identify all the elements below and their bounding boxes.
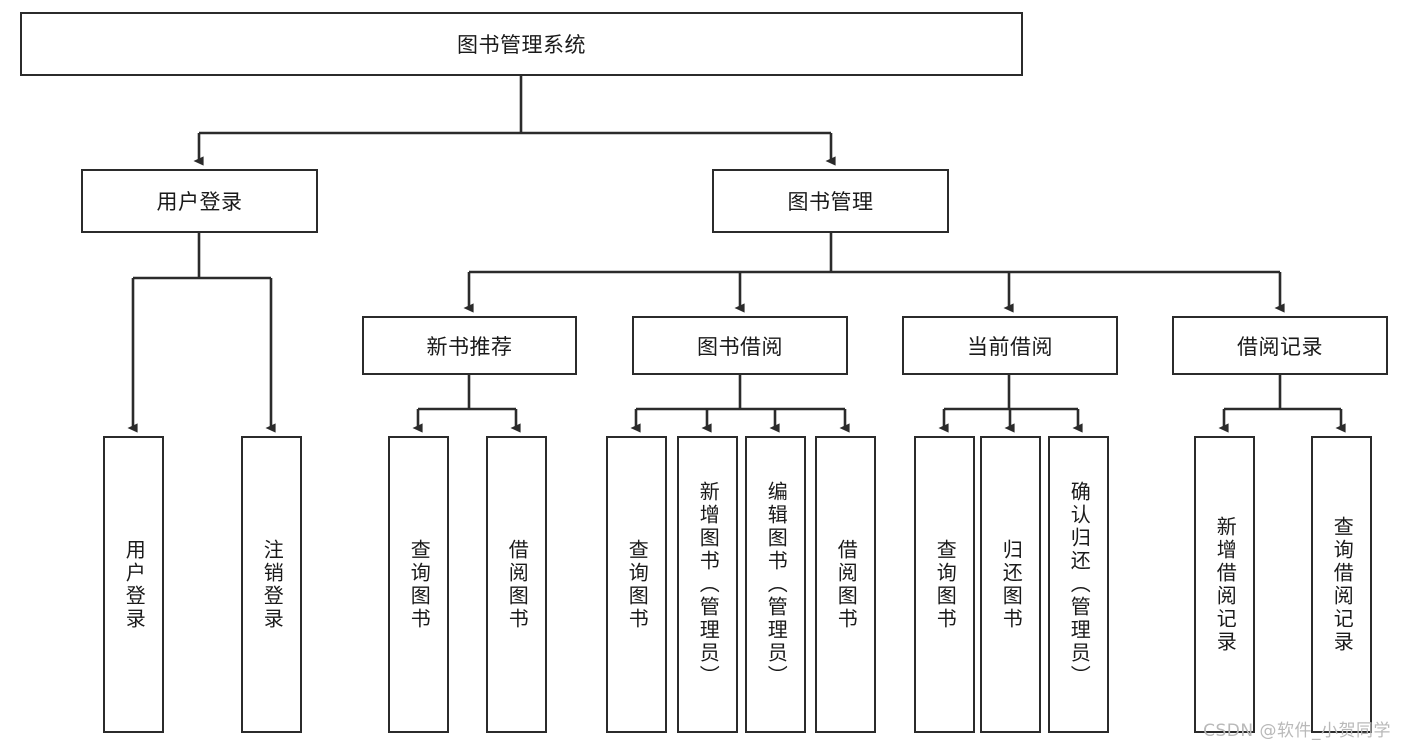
node-label: 查询借阅记录 <box>1330 515 1355 654</box>
node-label: 借阅图书 <box>834 538 859 631</box>
node-label: 新书推荐 <box>426 334 513 359</box>
node-label: 图书管理 <box>787 190 874 214</box>
watermark-text: CSDN @软件_小贺同学 <box>1203 721 1391 741</box>
node-borrow-record[interactable]: 借阅记录 <box>1172 316 1388 375</box>
node-leaf-query-book-borrow[interactable]: 查询图书 <box>606 436 667 733</box>
node-book-borrow[interactable]: 图书借阅 <box>632 316 848 375</box>
node-leaf-borrow-book[interactable]: 借阅图书 <box>815 436 876 733</box>
node-label: 确认归还（管理员） <box>1067 481 1092 688</box>
node-leaf-query-borrow-record[interactable]: 查询借阅记录 <box>1311 436 1372 733</box>
node-label: 查询图书 <box>625 538 650 631</box>
node-leaf-query-book-current[interactable]: 查询图书 <box>914 436 975 733</box>
node-label: 新增图书（管理员） <box>696 481 721 688</box>
node-leaf-add-book[interactable]: 新增图书（管理员） <box>677 436 738 733</box>
node-label: 用户登录 <box>156 190 243 214</box>
node-current-borrow[interactable]: 当前借阅 <box>902 316 1118 375</box>
node-leaf-add-borrow-record[interactable]: 新增借阅记录 <box>1194 436 1255 733</box>
node-user-login[interactable]: 用户登录 <box>81 169 318 233</box>
node-label: 查询图书 <box>933 538 958 631</box>
node-leaf-return-book[interactable]: 归还图书 <box>980 436 1041 733</box>
node-leaf-confirm-return[interactable]: 确认归还（管理员） <box>1048 436 1109 733</box>
node-new-book-recommend[interactable]: 新书推荐 <box>362 316 577 375</box>
node-leaf-user-login[interactable]: 用户登录 <box>103 436 164 733</box>
node-label: 编辑图书（管理员） <box>764 481 789 688</box>
node-leaf-borrow-book-recommend[interactable]: 借阅图书 <box>486 436 547 733</box>
node-leaf-logout[interactable]: 注销登录 <box>241 436 302 733</box>
node-label: 借阅记录 <box>1237 334 1323 359</box>
node-label: 注销登录 <box>260 538 285 631</box>
node-book-manage[interactable]: 图书管理 <box>712 169 949 233</box>
node-leaf-edit-book[interactable]: 编辑图书（管理员） <box>745 436 806 733</box>
node-label: 归还图书 <box>999 538 1024 631</box>
node-leaf-query-book-recommend[interactable]: 查询图书 <box>388 436 449 733</box>
node-root-system[interactable]: 图书管理系统 <box>20 12 1023 76</box>
node-label: 借阅图书 <box>505 538 530 631</box>
node-label: 查询图书 <box>407 538 432 631</box>
node-label: 新增借阅记录 <box>1213 515 1238 654</box>
node-label: 图书管理系统 <box>457 33 586 57</box>
node-label: 用户登录 <box>122 538 147 631</box>
node-label: 当前借阅 <box>967 334 1053 359</box>
node-label: 图书借阅 <box>697 334 783 359</box>
